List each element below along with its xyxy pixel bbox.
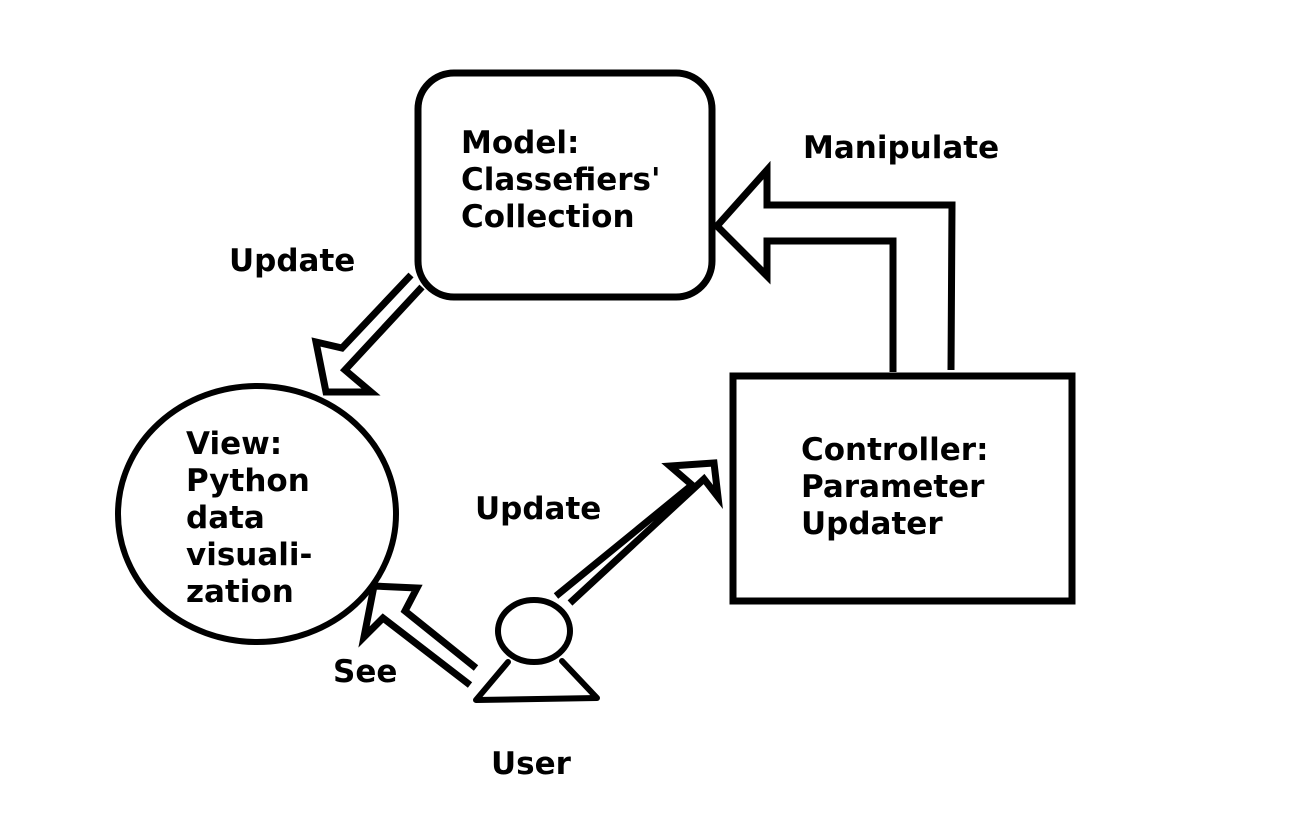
update-model-to-view-label: Update — [229, 243, 355, 279]
update-model-to-view-arrow — [311, 272, 425, 396]
model-box — [414, 69, 716, 301]
user-label: User — [491, 746, 572, 782]
controller-label-line: Updater — [801, 506, 943, 542]
see-label: See — [333, 654, 397, 690]
controller-box — [729, 372, 1076, 605]
user-body — [473, 658, 600, 703]
controller-label-line: Controller: — [801, 432, 988, 468]
view-label-line: Python — [186, 463, 310, 499]
manipulate-label: Manipulate — [803, 130, 999, 166]
user-head — [495, 597, 573, 665]
update-user-to-controller-label: Update — [475, 491, 601, 527]
user-figure — [473, 597, 600, 703]
update-user-to-controller-arrow — [553, 459, 723, 606]
controller-node: Controller: Parameter Updater — [729, 372, 1076, 605]
view-label: View: Python data visuali- zation — [186, 426, 323, 610]
view-node: View: Python data visuali- zation — [115, 383, 399, 645]
view-label-line: data — [186, 500, 265, 536]
view-label-line: zation — [186, 574, 294, 610]
model-node: Model: Classefiers' Collection — [414, 69, 716, 301]
see-arrow — [358, 582, 479, 688]
view-label-line: View: — [186, 426, 282, 462]
view-ellipse — [115, 383, 399, 645]
manipulate-arrow — [712, 160, 956, 372]
model-label-line: Classefiers' — [461, 162, 660, 198]
controller-label-line: Parameter — [801, 469, 985, 505]
model-label-line: Collection — [461, 199, 635, 235]
model-label: Model: Classefiers' Collection — [461, 125, 671, 235]
controller-label: Controller: Parameter Updater — [801, 432, 999, 542]
model-label-line: Model: — [461, 125, 579, 161]
view-label-line: visuali- — [186, 537, 312, 573]
